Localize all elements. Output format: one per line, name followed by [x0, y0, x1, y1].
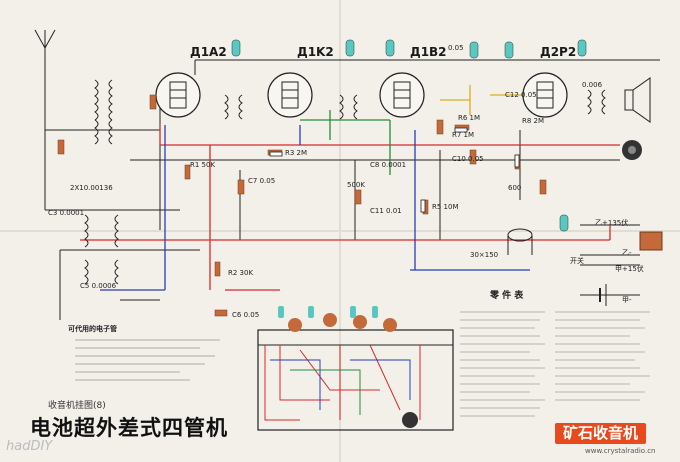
label-r5: R5 10M — [432, 203, 459, 211]
label-ca: 0.05 — [448, 44, 464, 52]
label-switch: 开关 — [570, 257, 584, 265]
label-coil: 2X10.00136 — [70, 184, 113, 192]
label-minus-a: 甲- — [622, 296, 632, 304]
poster-title: 电池超外差式四管机 — [30, 416, 228, 440]
label-r4: 500K — [347, 181, 365, 189]
label-c3: C3 0.0001 — [48, 209, 85, 217]
label-c13: 0.006 — [582, 81, 603, 89]
tube-label-1: Д1A2 — [190, 45, 227, 59]
chassis-wiring-drawing — [257, 306, 454, 431]
tube-2 — [267, 72, 313, 118]
brand-logo: 矿石收音机 — [555, 423, 647, 444]
battery-block — [599, 231, 663, 306]
tube-pictograms — [231, 39, 587, 232]
label-r1: R1 50K — [190, 161, 216, 169]
label-c7: C7 0.05 — [248, 177, 276, 185]
label-c10: C10 0.05 — [452, 155, 484, 163]
wiring-black — [44, 59, 660, 320]
parts-table-title: 零 件 表 — [490, 291, 524, 301]
coils — [84, 79, 606, 285]
watermark: hadDIY — [6, 439, 53, 454]
label-minus-b: 乙- — [622, 249, 632, 257]
parts-table-lines — [460, 311, 650, 417]
tube-label-2: Д1K2 — [297, 45, 334, 59]
label-plus-a: 甲+15伏 — [615, 265, 644, 273]
label-r8: R8 2M — [522, 117, 545, 125]
substitute-tubes-heading: 可代用的电子管 — [68, 325, 117, 333]
poster-subtitle: 收音机挂图(8) — [48, 401, 106, 411]
label-c12: C12 0.05 — [505, 91, 537, 99]
tube-label-3: Д1B2 — [410, 45, 447, 59]
tube-4 — [522, 72, 568, 118]
label-c5: C5 0.0006 — [80, 282, 117, 290]
label-c6: C6 0.05 — [232, 311, 260, 319]
antenna-symbol — [34, 29, 56, 75]
speaker-symbol — [622, 77, 651, 160]
wiring-blue — [100, 125, 530, 291]
component-bodies — [57, 94, 547, 317]
filter-capacitor — [507, 228, 533, 255]
label-r9: 600 — [508, 184, 522, 192]
label-cb: 30×150 — [470, 251, 499, 259]
label-plus-b: 乙+135伏 — [595, 219, 629, 227]
label-r6: R6 1M — [458, 114, 481, 122]
label-r3: R3 2M — [285, 149, 308, 157]
wiring-yellow — [440, 85, 525, 115]
tube-3 — [379, 72, 425, 118]
brand-url: www.crystalradio.cn — [585, 447, 656, 455]
tube-label-4: Д2P2 — [540, 45, 577, 59]
notes-lines — [75, 339, 220, 381]
label-c8: C8 0.0001 — [370, 161, 407, 169]
tube-1 — [155, 72, 201, 118]
wiring-red — [80, 125, 620, 291]
wiring-green — [300, 110, 391, 175]
resistor-symbols — [269, 127, 520, 213]
label-r7: R7 1M — [452, 131, 475, 139]
label-c11: C11 0.01 — [370, 207, 402, 215]
label-r2: R2 30K — [228, 269, 254, 277]
